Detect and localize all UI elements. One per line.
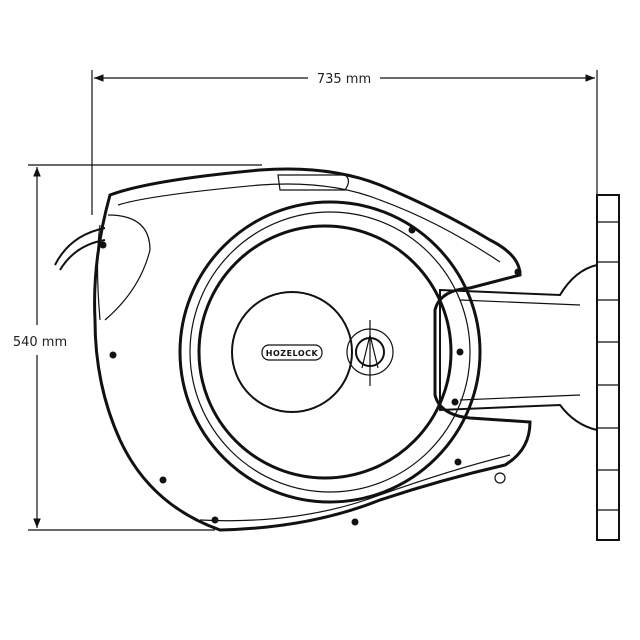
center-hub <box>231 291 353 413</box>
width-dimension: 735 mm <box>91 70 598 215</box>
height-label: 540 mm <box>13 335 67 350</box>
swivel-arm <box>439 263 598 432</box>
reel-drum: HOZELOCK <box>178 200 482 504</box>
screws <box>99 226 522 526</box>
hose-guide <box>494 472 506 484</box>
width-label: 735 mm <box>317 72 371 87</box>
carry-handle[interactable] <box>277 174 350 191</box>
brand-logo <box>261 344 323 361</box>
lock-knob[interactable] <box>346 320 394 386</box>
height-dimension: 540 mm <box>13 164 262 531</box>
brand-logo-text: HOZELOCK <box>266 349 319 358</box>
wall-bracket <box>439 194 620 541</box>
